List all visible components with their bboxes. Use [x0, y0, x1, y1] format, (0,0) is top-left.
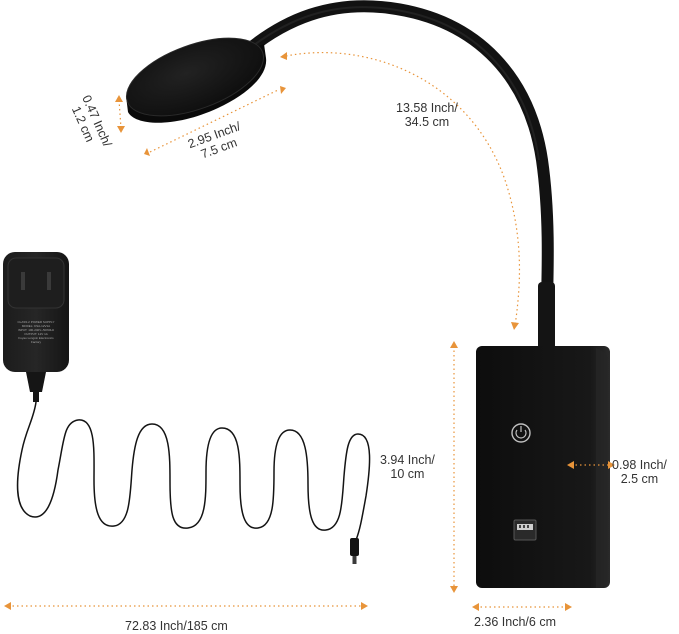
- cord-length-text: 72.83 Inch/185 cm: [125, 619, 228, 633]
- adapter-label-line: MODEL: KSA-12V1A: [21, 324, 51, 328]
- power-cord: [16, 401, 371, 541]
- adapter-label-line: CLASS 2 POWER SUPPLY: [17, 320, 55, 324]
- adapter-label-line: Fuyao Longxin Electronics Factory: [18, 336, 54, 344]
- adapter-label-line: OUTPUT: 12V 1A: [24, 332, 48, 336]
- power-icon: [511, 423, 531, 443]
- base-width-label: 2.36 Inch/6 cm: [474, 615, 556, 629]
- base-height-line1: 3.94 Inch/: [380, 453, 435, 467]
- gooseneck-collar: [538, 282, 555, 350]
- lamp-head: [125, 37, 267, 123]
- base-height-line2: 10 cm: [390, 467, 425, 481]
- gooseneck: [242, 0, 554, 356]
- gooseneck-length-line1: 13.58 Inch/: [396, 101, 458, 115]
- lamp-base: [476, 346, 610, 588]
- base-depth-line1: 0.98 Inch/: [612, 458, 667, 472]
- dimension-arrowheads: [4, 52, 615, 611]
- dc-plug: [350, 538, 359, 564]
- dimension-lines: [8, 52, 611, 608]
- power-adapter: [3, 252, 69, 402]
- gooseneck-length-line2: 34.5 cm: [404, 115, 450, 129]
- base-height-label: 3.94 Inch/ 10 cm: [380, 453, 435, 481]
- base-depth-label: 0.98 Inch/ 2.5 cm: [612, 458, 667, 486]
- adapter-label-line: INPUT: 100-240V~50/60Hz: [17, 328, 55, 332]
- gooseneck-length-label: 13.58 Inch/ 34.5 cm: [396, 101, 458, 129]
- usb-port-icon: [513, 519, 537, 541]
- base-depth-line2: 2.5 cm: [620, 472, 659, 486]
- cord-length-label: 72.83 Inch/185 cm: [125, 619, 228, 633]
- adapter-label: CLASS 2 POWER SUPPLY MODEL: KSA-12V1A IN…: [13, 320, 59, 344]
- base-width-text: 2.36 Inch/6 cm: [474, 615, 556, 629]
